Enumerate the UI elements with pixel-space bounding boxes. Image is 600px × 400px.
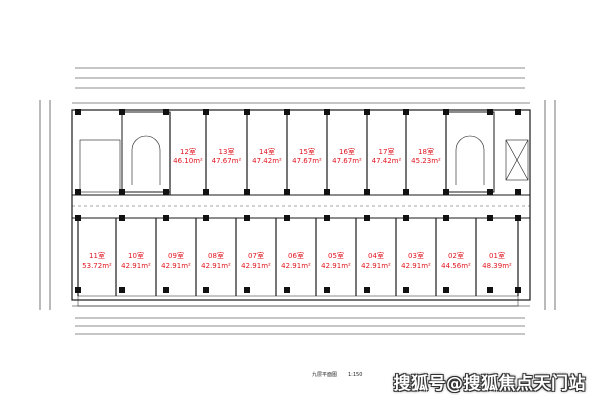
column <box>75 189 81 195</box>
south-room-area: 42.91m² <box>321 262 351 270</box>
column <box>244 189 250 195</box>
south-room-name: 06室 <box>288 251 304 260</box>
south-room-name: 05室 <box>328 251 344 260</box>
south-room-name: 04室 <box>368 251 384 260</box>
column <box>487 287 493 293</box>
column <box>284 109 290 115</box>
north-room-name: 12室 <box>180 147 196 156</box>
north-room-area: 47.42m² <box>252 157 282 165</box>
column <box>119 287 125 293</box>
column <box>324 189 330 195</box>
south-room-area: 42.91m² <box>401 262 431 270</box>
column <box>403 287 409 293</box>
north-room-area: 47.67m² <box>212 157 242 165</box>
north-room-name: 15室 <box>299 147 315 156</box>
column <box>515 189 521 195</box>
south-room-area: 48.39m² <box>482 262 512 270</box>
north-room-name: 16室 <box>339 147 355 156</box>
column <box>284 189 290 195</box>
column <box>203 189 209 195</box>
column <box>75 287 81 293</box>
column <box>403 215 409 221</box>
column <box>324 287 330 293</box>
column <box>403 189 409 195</box>
north-room-area: 47.67m² <box>332 157 362 165</box>
south-room-area: 42.91m² <box>281 262 311 270</box>
column <box>364 189 370 195</box>
plan-caption: 九层平面图 <box>312 371 337 378</box>
north-room-area: 45.23m² <box>411 157 441 165</box>
south-room-area: 42.91m² <box>201 262 231 270</box>
plan-scale: 1:150 <box>348 372 362 378</box>
north-room-name: 17室 <box>379 147 395 156</box>
south-room-area: 44.56m² <box>441 262 471 270</box>
column <box>364 109 370 115</box>
south-room-name: 11室 <box>89 251 105 260</box>
column <box>203 109 209 115</box>
column <box>244 287 250 293</box>
column <box>324 109 330 115</box>
south-room-name: 08室 <box>208 251 224 260</box>
south-room-name: 03室 <box>408 251 424 260</box>
column <box>203 215 209 221</box>
column <box>487 189 493 195</box>
column <box>487 215 493 221</box>
drafting-lines <box>39 67 556 335</box>
north-room-area: 46.10m² <box>173 157 203 165</box>
column <box>203 287 209 293</box>
north-room-name: 13室 <box>219 147 235 156</box>
column <box>443 215 449 221</box>
column <box>75 215 81 221</box>
column <box>244 109 250 115</box>
column <box>443 109 449 115</box>
column <box>443 287 449 293</box>
column <box>487 109 493 115</box>
south-room-area: 42.91m² <box>361 262 391 270</box>
column <box>515 287 521 293</box>
column <box>75 109 81 115</box>
south-room-area: 42.91m² <box>241 262 271 270</box>
column <box>324 215 330 221</box>
column <box>515 109 521 115</box>
south-room-area: 53.72m² <box>82 262 112 270</box>
watermark: 搜狐号@搜狐焦点天门站 <box>393 374 586 394</box>
column <box>515 215 521 221</box>
column <box>163 109 169 115</box>
south-room-name: 09室 <box>168 251 184 260</box>
south-room-area: 42.91m² <box>121 262 151 270</box>
south-room-name: 01室 <box>489 251 505 260</box>
column <box>284 215 290 221</box>
column <box>163 287 169 293</box>
structural-columns <box>75 109 521 293</box>
column <box>119 109 125 115</box>
column <box>364 287 370 293</box>
north-room-name: 14室 <box>259 147 275 156</box>
column <box>284 287 290 293</box>
north-room-walls <box>169 112 447 195</box>
south-room-name: 10室 <box>128 251 144 260</box>
column <box>443 189 449 195</box>
south-room-name: 07室 <box>248 251 264 260</box>
south-room-labels: 11室 53.72m² 10室 42.91m² 09室 42.91m² 08室 42.91m²… <box>82 251 512 270</box>
column <box>119 189 125 195</box>
north-room-labels: 12室46.10m²13室47.67m²14室47.42m²15室47.67m²… <box>173 147 441 165</box>
column <box>163 215 169 221</box>
column <box>119 215 125 221</box>
column <box>403 109 409 115</box>
south-room-walls <box>77 218 519 296</box>
north-room-area: 47.42m² <box>372 157 402 165</box>
column <box>244 215 250 221</box>
north-room-name: 18室 <box>418 147 434 156</box>
north-room-area: 47.67m² <box>292 157 322 165</box>
column <box>163 189 169 195</box>
south-room-area: 42.91m² <box>161 262 191 270</box>
south-room-name: 02室 <box>448 251 464 260</box>
column <box>364 215 370 221</box>
